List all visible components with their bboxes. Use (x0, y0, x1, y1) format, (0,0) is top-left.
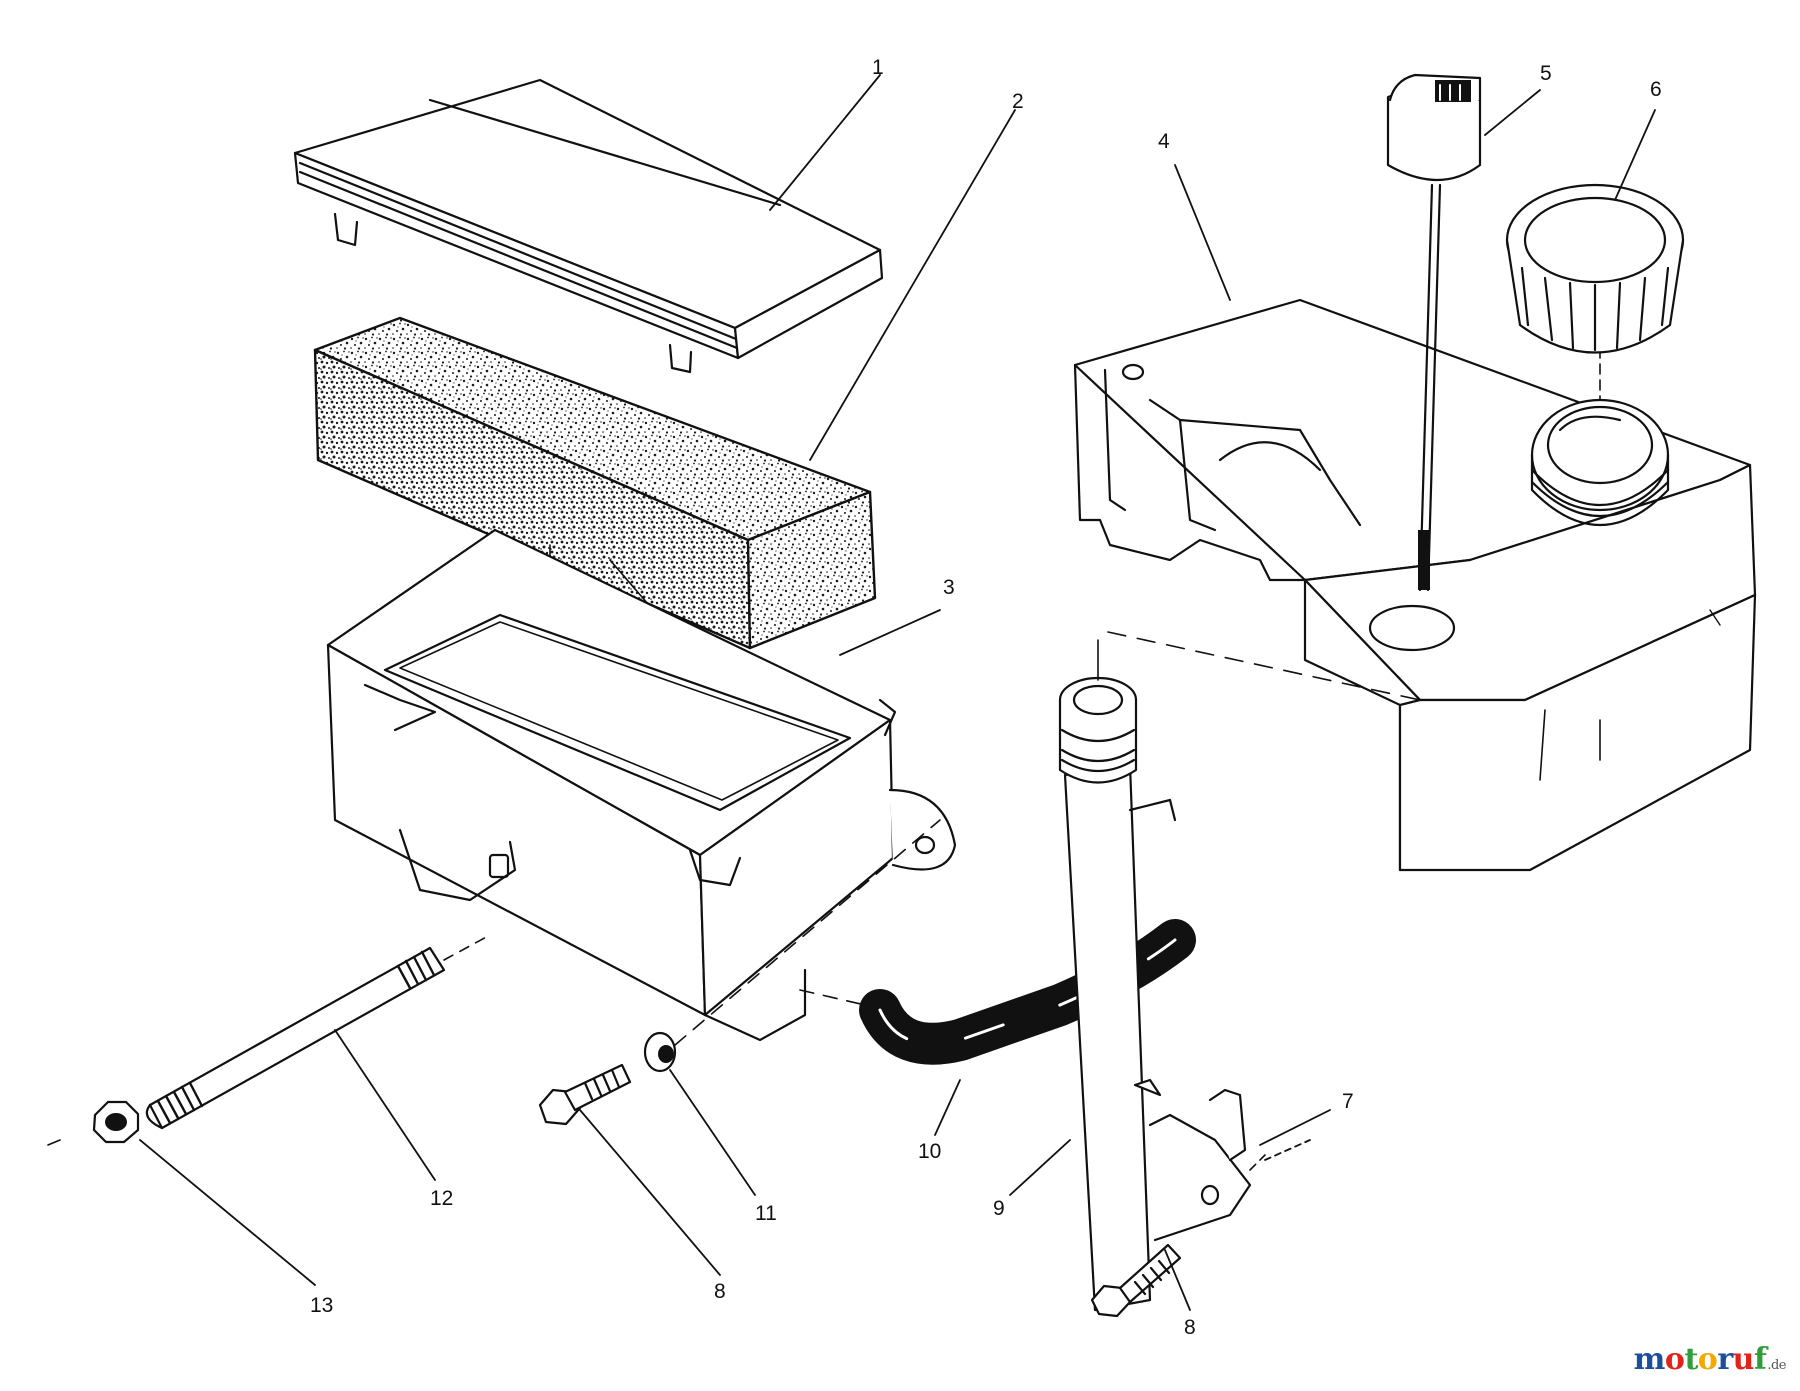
watermark-letter: r (1717, 1342, 1733, 1377)
watermark-letter: o (1697, 1342, 1718, 1377)
watermark-letter: o (1664, 1342, 1685, 1377)
hex-nut (47, 1100, 140, 1146)
fuel-cap (1505, 183, 1685, 354)
breather-hose (799, 919, 1196, 1065)
washer (643, 819, 941, 1073)
callout-4: 4 (1158, 130, 1170, 153)
watermark-letter: f (1753, 1342, 1767, 1377)
callout-12: 12 (430, 1187, 453, 1210)
callout-9: 9 (993, 1197, 1005, 1220)
bolt-left (538, 1063, 632, 1126)
threaded-stud (145, 934, 491, 1130)
watermark-letter: m (1633, 1342, 1666, 1377)
watermark-letter: t (1684, 1342, 1698, 1377)
callout-2: 2 (1012, 90, 1024, 113)
dipstick (1386, 73, 1482, 592)
callout-1: 1 (872, 56, 884, 79)
watermark-suffix: .de (1767, 1358, 1786, 1373)
foam-filter-element (313, 316, 877, 650)
callout-11: 11 (755, 1202, 777, 1225)
watermark-logo: motoruf.de (1633, 1342, 1787, 1377)
callout-10: 10 (918, 1140, 941, 1163)
leader-lines (139, 74, 1656, 1311)
bolt-right (1090, 1243, 1182, 1318)
air-filter-cover (293, 78, 884, 374)
fuel-tank-shroud (1073, 298, 1757, 872)
callout-13: 13 (310, 1294, 333, 1317)
callout-8-right: 8 (1184, 1316, 1196, 1339)
callout-7: 7 (1342, 1090, 1354, 1113)
air-cleaner-housing (326, 528, 957, 1042)
callout-labels: 1 2 3 4 5 6 7 8 8 9 10 11 12 13 (310, 56, 1662, 1339)
dipstick-tube (1058, 639, 1266, 1312)
callout-3: 3 (943, 576, 955, 599)
callout-5: 5 (1540, 62, 1552, 85)
watermark-letter: u (1732, 1342, 1755, 1377)
callout-8-left: 8 (714, 1280, 726, 1303)
callout-6: 6 (1650, 78, 1662, 101)
